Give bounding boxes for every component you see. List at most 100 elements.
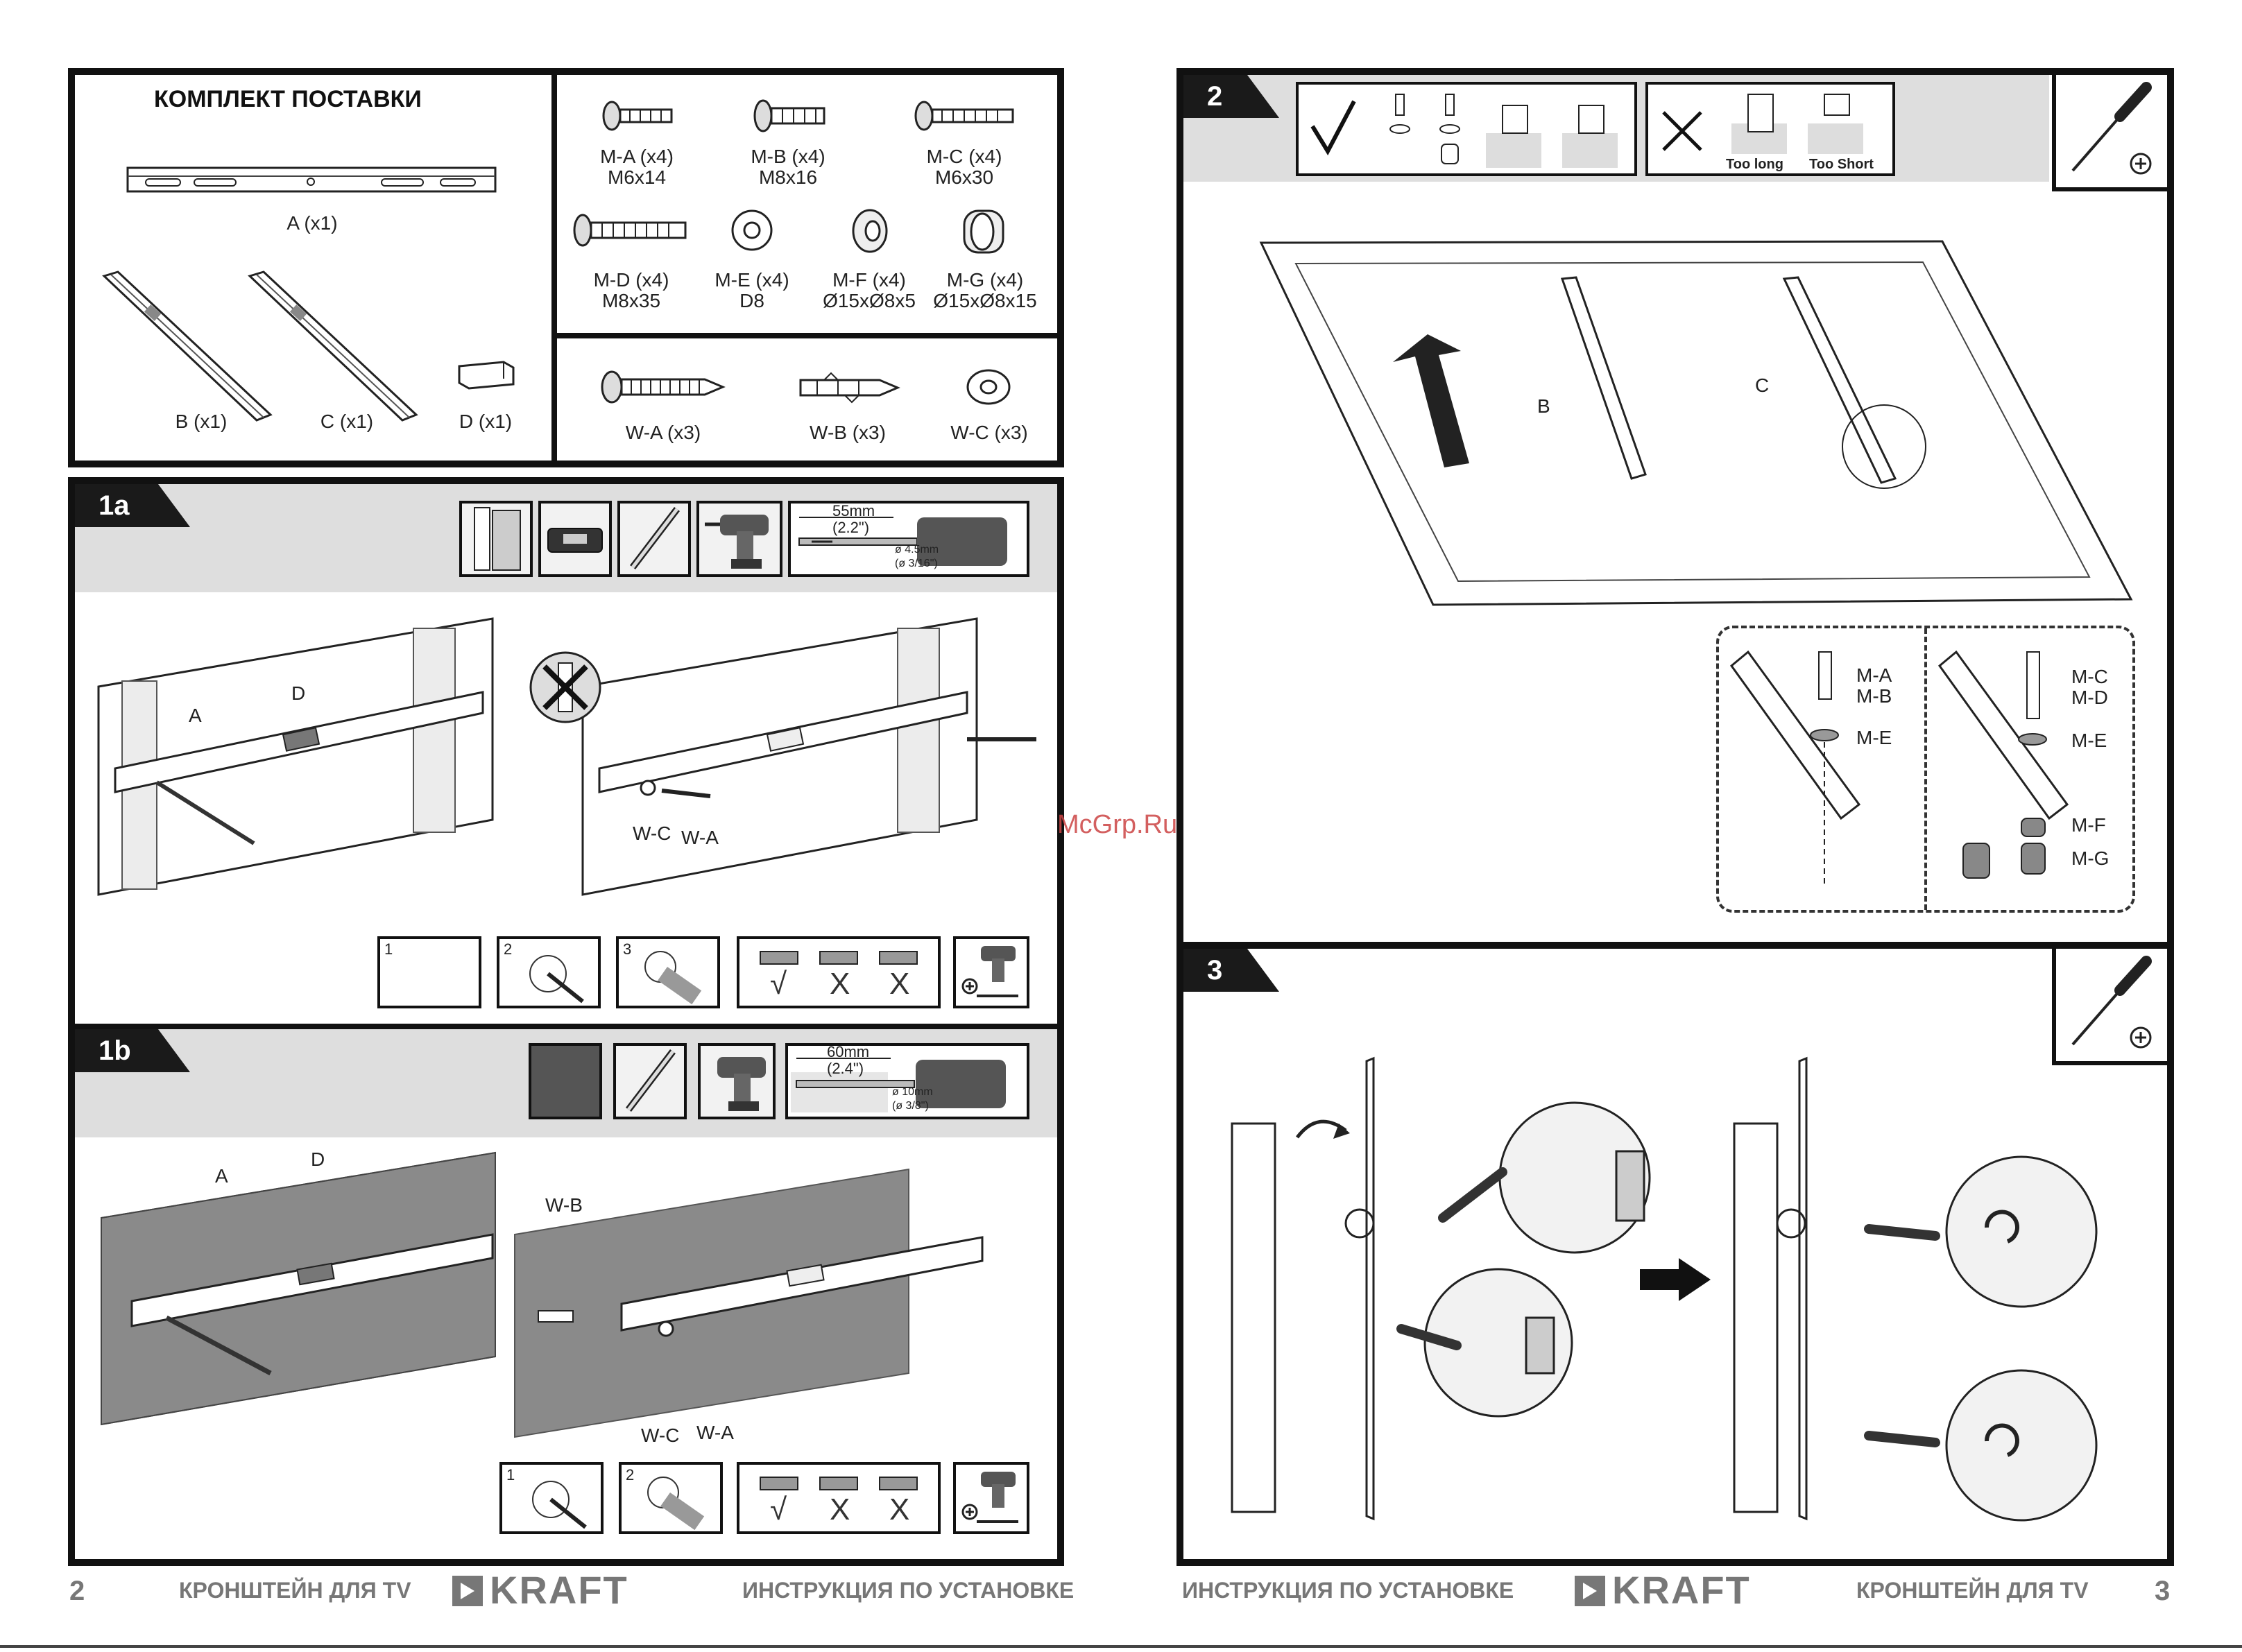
detail-label-mc: M-C — [2071, 666, 2108, 687]
wood-stud-icon — [459, 501, 533, 577]
arm-b-illustration — [102, 270, 273, 422]
screwdriver-icon-step2 — [2052, 75, 2167, 191]
spacer-mf-size: Ø15xØ8x5 — [823, 290, 916, 311]
callout-rail-a-1b: A — [215, 1165, 228, 1187]
screw-md-size: M8x35 — [601, 290, 661, 311]
step1a-tag: 1a — [75, 484, 190, 527]
screw-mb-icon — [753, 99, 825, 132]
callout-level-d-1b: D — [311, 1148, 325, 1170]
washer-me-size: D8 — [739, 290, 764, 311]
kit-divider-v — [551, 71, 557, 464]
wall-anchor-wb-label: W-B (x3) — [810, 422, 886, 443]
level-check-1a: √ X X — [737, 936, 941, 1008]
spacer-mg-icon — [963, 209, 1004, 254]
kit-divider-h — [555, 333, 1061, 338]
drill-icon — [696, 501, 782, 577]
right-brand-logo: KRAFT — [1575, 1567, 1751, 1612]
wall-screw-wa-label: W-A (x3) — [625, 422, 701, 443]
right-page-number: 3 — [2155, 1576, 2171, 1606]
callout-anchor-wb-1b: W-B — [545, 1194, 583, 1216]
drill-dia-label-1b: ø 10mm — [892, 1086, 933, 1098]
spacer-mg-label: M-G (x4) — [946, 269, 1024, 291]
detail-label-mf: M-F — [2071, 814, 2106, 836]
drill-depth-label: 55mm — [832, 502, 875, 519]
tv-back-illustration — [1259, 240, 2133, 606]
callout-rail-a: A — [189, 705, 202, 726]
bottom-rule — [0, 1645, 2242, 1648]
level-check-1b: √ X X — [737, 1462, 941, 1534]
part-c-label: C (x1) — [320, 411, 374, 432]
step3-arrow-right — [1640, 1258, 1711, 1301]
screw-md-icon — [573, 214, 687, 247]
step1a-marking-illustration — [97, 617, 494, 896]
correct-screw-length-icon — [1296, 82, 1637, 176]
drill-spec-icon: 55mm (2.2") ø 4.5mm (ø 3/16") — [788, 501, 1029, 577]
wall-washer-wc-label: W-C (x3) — [950, 422, 1028, 443]
left-page-number: 2 — [69, 1576, 85, 1606]
substep-1b-2: 2 — [619, 1462, 723, 1534]
detail-label-md: M-D — [2071, 687, 2108, 708]
screw-mc-size: M6x30 — [934, 166, 994, 188]
concrete-wall-icon — [529, 1043, 602, 1119]
detail-label-me-left: M-E — [1856, 727, 1892, 748]
screw-mc-icon — [914, 101, 1014, 131]
arm-c-illustration — [248, 270, 418, 422]
level-tool-icon — [538, 501, 612, 577]
detail-label-ma: M-A — [1856, 664, 1892, 686]
callout-arm-c: C — [1755, 375, 1770, 396]
kraft-logo-icon — [452, 1576, 483, 1606]
screw-mb-label: M-B (x4) — [751, 146, 825, 167]
callout-washer-wc-1b: W-C — [641, 1425, 680, 1446]
step2-detail-box — [1716, 626, 2135, 913]
part-d-label: D (x1) — [459, 411, 513, 432]
wall-anchor-wb-icon — [799, 372, 900, 404]
screw-mb-size: M8x16 — [758, 166, 818, 188]
right-footer-title: ИНСТРУКЦИЯ ПО УСТАНОВКЕ — [1182, 1578, 1514, 1603]
too-long-label: Too long — [1726, 157, 1783, 172]
step1a-fixing-illustration — [581, 617, 1036, 896]
left-footer-title: КРОНШТЕЙН ДЛЯ TV — [179, 1578, 411, 1603]
detail-left-illustration — [1729, 650, 1861, 888]
drill-spec-icon-1b: 60mm (2.4") ø 10mm (ø 3/8") — [785, 1043, 1029, 1119]
no-anchor-icon — [529, 651, 601, 723]
step1b-fixing-illustration — [514, 1168, 984, 1438]
substep-1b-1: 1 — [499, 1462, 604, 1534]
step1-divider — [71, 1024, 1061, 1029]
wrong-screw-length-icon: Too long Too Short — [1645, 82, 1895, 176]
drill-screwdriver-icon-1b — [953, 1462, 1029, 1534]
drill-depth-in-label-1b: (2.4") — [827, 1060, 864, 1077]
pencil-icon-1b — [613, 1043, 687, 1119]
drill-dia-label: ø 4.5mm — [895, 544, 939, 556]
kraft-logo-icon-right — [1575, 1576, 1605, 1606]
step3-hang-illustration — [1231, 1056, 1651, 1521]
wall-washer-wc-icon — [966, 369, 1011, 405]
callout-arm-b: B — [1537, 395, 1550, 417]
detail-label-mb: M-B — [1856, 685, 1892, 707]
callout-screw-wa-1b: W-A — [696, 1422, 734, 1443]
step2-tag: 2 — [1183, 75, 1279, 118]
detail-label-mg: M-G — [2071, 847, 2110, 869]
wall-screw-wa-icon — [601, 370, 726, 404]
kit-panel — [68, 68, 1064, 467]
spacer-mf-label: M-F (x4) — [832, 269, 906, 291]
step3-tighten-illustration — [1733, 1056, 2098, 1522]
drill-icon-1b — [698, 1043, 776, 1119]
drill-screwdriver-icon-1a — [953, 936, 1029, 1008]
screw-ma-icon — [602, 101, 673, 131]
spacer-mf-icon — [852, 209, 888, 253]
pencil-icon — [617, 501, 691, 577]
substep-1a-3: 3 — [616, 936, 720, 1008]
detail-right-illustration — [1937, 650, 2069, 879]
callout-level-d: D — [291, 682, 306, 704]
right-footer-subtitle: КРОНШТЕЙН ДЛЯ TV — [1856, 1578, 2089, 1603]
substep-1a-2: 2 — [497, 936, 601, 1008]
washer-me-icon — [731, 209, 773, 251]
drill-dia-in-label: (ø 3/16") — [895, 558, 938, 569]
part-a-label: A (x1) — [286, 212, 338, 234]
washer-me-label: M-E (x4) — [714, 269, 789, 291]
step1b-tag: 1b — [75, 1029, 190, 1072]
part-b-label: B (x1) — [175, 411, 228, 432]
kit-title: КОМПЛЕКТ ПОСТАВКИ — [154, 86, 422, 112]
screw-ma-label: M-A (x4) — [600, 146, 674, 167]
step3-tag: 3 — [1183, 949, 1279, 992]
